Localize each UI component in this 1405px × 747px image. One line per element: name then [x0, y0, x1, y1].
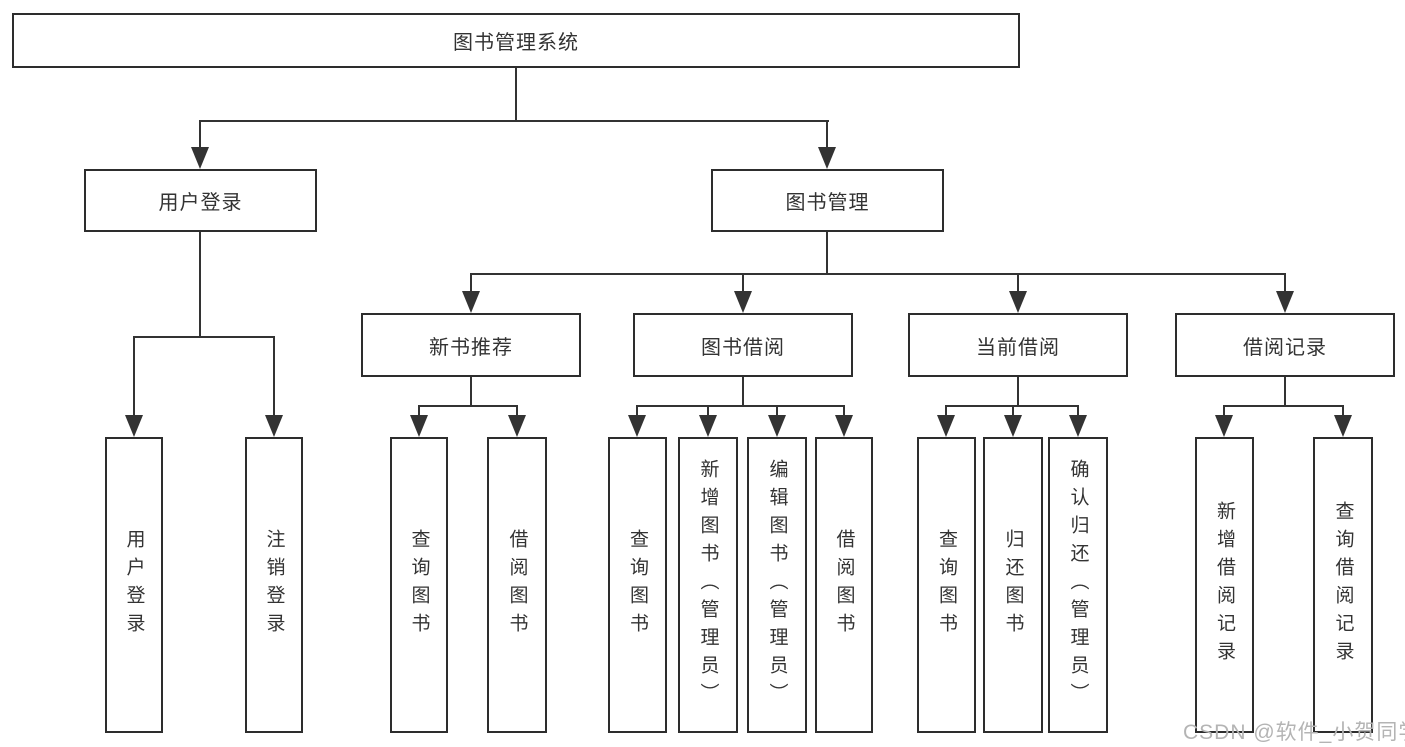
- arrow-down-icon: [1276, 291, 1294, 313]
- node-borrowing-records: 借阅记录: [1175, 313, 1395, 377]
- node-label: 借阅图书: [833, 529, 855, 641]
- arrow-down-icon: [462, 291, 480, 313]
- node-book-borrowing: 图书借阅: [633, 313, 853, 377]
- node-label: 确认归还（管理员）: [1067, 459, 1089, 711]
- connector-line: [742, 273, 744, 293]
- connector-line: [636, 405, 845, 407]
- connector-line: [199, 120, 829, 122]
- arrow-down-icon: [699, 415, 717, 437]
- node-label: 当前借阅: [976, 336, 1060, 359]
- node-library-management-system: 图书管理系统: [12, 13, 1020, 68]
- node-label: 查询图书: [627, 529, 648, 641]
- node-book-management: 图书管理: [711, 169, 944, 232]
- arrow-down-icon: [125, 415, 143, 437]
- connector-line: [776, 405, 778, 417]
- connector-line: [515, 68, 517, 120]
- node-user-login-leaf: 用户登录: [105, 437, 163, 733]
- arrow-down-icon: [768, 415, 786, 437]
- node-label: 图书管理系统: [453, 32, 579, 54]
- node-confirm-return-admin: 确认归还（管理员）: [1048, 437, 1108, 733]
- connector-line: [273, 336, 275, 416]
- connector-line: [1017, 273, 1019, 293]
- arrow-down-icon: [1215, 415, 1233, 437]
- node-new-book-recommendation: 新书推荐: [361, 313, 581, 377]
- node-add-books-admin: 新增图书（管理员）: [678, 437, 738, 733]
- node-current-borrowing: 当前借阅: [908, 313, 1128, 377]
- connector-line: [1223, 405, 1225, 417]
- node-borrow-books-leaf: 借阅图书: [815, 437, 873, 733]
- connector-line: [470, 377, 472, 405]
- arrow-down-icon: [1004, 415, 1022, 437]
- connector-line: [707, 405, 709, 417]
- node-label: 借阅图书: [506, 529, 528, 641]
- connector-line: [1223, 405, 1344, 407]
- connector-line: [1342, 405, 1344, 417]
- node-query-books-recommend: 查询图书: [390, 437, 448, 733]
- connector-line: [470, 273, 472, 293]
- arrow-down-icon: [1334, 415, 1352, 437]
- node-query-borrow-record: 查询借阅记录: [1313, 437, 1373, 733]
- node-label: 用户登录: [123, 529, 145, 641]
- node-user-login-branch: 用户登录: [84, 169, 317, 232]
- node-label: 编辑图书（管理员）: [766, 459, 788, 711]
- connector-line: [133, 336, 275, 338]
- node-query-books-current: 查询图书: [917, 437, 976, 733]
- arrow-down-icon: [1069, 415, 1087, 437]
- node-label: 用户登录: [158, 192, 243, 214]
- node-label: 新增图书（管理员）: [697, 459, 719, 711]
- connector-line: [418, 405, 518, 407]
- arrow-down-icon: [937, 415, 955, 437]
- connector-line: [636, 405, 638, 417]
- connector-line: [199, 120, 201, 148]
- arrow-down-icon: [191, 147, 209, 169]
- connector-line: [1077, 405, 1079, 417]
- connector-line: [742, 377, 744, 405]
- node-query-books-borrow: 查询图书: [608, 437, 667, 733]
- connector-line: [826, 232, 828, 273]
- node-add-borrow-record: 新增借阅记录: [1195, 437, 1254, 733]
- arrow-down-icon: [628, 415, 646, 437]
- arrow-down-icon: [265, 415, 283, 437]
- arrow-down-icon: [818, 147, 836, 169]
- connector-line: [1284, 273, 1286, 293]
- connector-line: [1284, 377, 1286, 405]
- node-label: 查询图书: [936, 529, 957, 641]
- connector-line: [470, 273, 1286, 275]
- connector-line: [133, 336, 135, 416]
- node-label: 注销登录: [263, 529, 285, 641]
- connector-line: [1017, 377, 1019, 405]
- connector-line: [945, 405, 947, 417]
- connector-line: [418, 405, 420, 417]
- arrow-down-icon: [508, 415, 526, 437]
- node-label: 借阅记录: [1243, 336, 1327, 359]
- csdn-watermark: CSDN @软件_小贺同学: [1183, 721, 1405, 744]
- node-label: 图书借阅: [701, 336, 785, 359]
- node-label: 新增借阅记录: [1214, 501, 1235, 669]
- arrow-down-icon: [734, 291, 752, 313]
- node-label: 新书推荐: [429, 336, 513, 359]
- node-borrow-books-recommend: 借阅图书: [487, 437, 547, 733]
- node-label: 查询借阅记录: [1332, 501, 1354, 669]
- node-label: 图书管理: [785, 192, 870, 214]
- connector-line: [826, 120, 828, 148]
- connector-line: [843, 405, 845, 417]
- arrow-down-icon: [1009, 291, 1027, 313]
- node-return-books: 归还图书: [983, 437, 1043, 733]
- node-label: 归还图书: [1002, 529, 1024, 641]
- node-label: 查询图书: [408, 529, 430, 641]
- connector-line: [516, 405, 518, 417]
- arrow-down-icon: [835, 415, 853, 437]
- connector-line: [1012, 405, 1014, 417]
- node-edit-books-admin: 编辑图书（管理员）: [747, 437, 807, 733]
- connector-line: [199, 232, 201, 336]
- arrow-down-icon: [410, 415, 428, 437]
- node-logout-leaf: 注销登录: [245, 437, 303, 733]
